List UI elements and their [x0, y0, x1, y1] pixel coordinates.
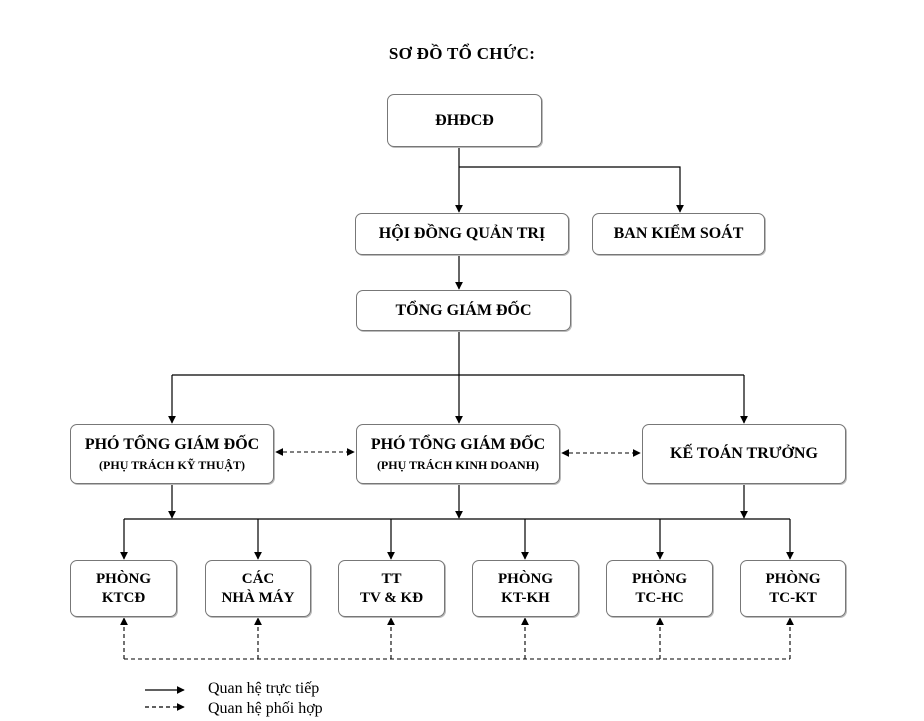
- node-hdqt-label: HỘI ĐỒNG QUẢN TRỊ: [378, 225, 546, 242]
- node-pho-tgd-kinh-doanh: PHÓ TỔNG GIÁM ĐỐC (PHỤ TRÁCH KINH DOANH): [356, 424, 560, 484]
- dept-line2: TV & KĐ: [359, 589, 424, 606]
- node-phong-ktcd: PHÒNG KTCĐ: [70, 560, 177, 617]
- dept-line1: PHÒNG: [632, 570, 687, 587]
- dept-line2: KT-KH: [501, 589, 550, 606]
- dept-line1: CÁC: [241, 570, 275, 587]
- node-phong-kt-kh: PHÒNG KT-KH: [472, 560, 579, 617]
- dept-line2: NHÀ MÁY: [221, 589, 295, 606]
- node-ptgd-kd-line2: (PHỤ TRÁCH KINH DOANH): [376, 458, 540, 472]
- node-phong-tc-hc: PHÒNG TC-HC: [606, 560, 713, 617]
- dept-line1: PHÒNG: [96, 570, 151, 587]
- dept-line1: TT: [381, 570, 402, 587]
- node-ban-kiem-soat: BAN KIỂM SOÁT: [592, 213, 765, 255]
- dept-line2: TC-KT: [769, 589, 817, 606]
- legend-coordination-label: Quan hệ phối hợp: [208, 700, 323, 717]
- node-phong-tc-kt: PHÒNG TC-KT: [740, 560, 846, 617]
- node-tt-tv-kd: TT TV & KĐ: [338, 560, 445, 617]
- node-ptgd-kd-line1: PHÓ TỔNG GIÁM ĐỐC: [370, 436, 546, 453]
- legend-direct-label: Quan hệ trực tiếp: [208, 680, 320, 697]
- dept-line2: TC-HC: [635, 589, 684, 606]
- node-ktt-label: KẾ TOÁN TRƯỞNG: [670, 445, 818, 462]
- node-tgd-label: TỔNG GIÁM ĐỐC: [395, 301, 532, 319]
- node-tong-giam-doc: TỔNG GIÁM ĐỐC: [356, 290, 571, 331]
- dept-line1: PHÒNG: [765, 570, 821, 587]
- node-ke-toan-truong: KẾ TOÁN TRƯỞNG: [642, 424, 846, 484]
- dept-line1: PHÒNG: [498, 570, 553, 587]
- node-hoi-dong-quan-tri: HỘI ĐỒNG QUẢN TRỊ: [355, 213, 569, 255]
- node-pho-tgd-ky-thuat: PHÓ TỔNG GIÁM ĐỐC (PHỤ TRÁCH KỸ THUẬT): [70, 424, 274, 484]
- node-ptgd-kt-line2: (PHỤ TRÁCH KỸ THUẬT): [99, 458, 245, 472]
- node-cac-nha-may: CÁC NHÀ MÁY: [205, 560, 311, 617]
- node-ptgd-kt-line1: PHÓ TỔNG GIÁM ĐỐC: [84, 436, 260, 453]
- node-dhcd-label: ĐHĐCĐ: [435, 111, 494, 129]
- node-dhcd: ĐHĐCĐ: [387, 94, 542, 147]
- node-bks-label: BAN KIỂM SOÁT: [613, 225, 744, 242]
- diagram-title: SƠ ĐỒ TỔ CHỨC:: [388, 44, 536, 63]
- dept-line2: KTCĐ: [101, 589, 146, 606]
